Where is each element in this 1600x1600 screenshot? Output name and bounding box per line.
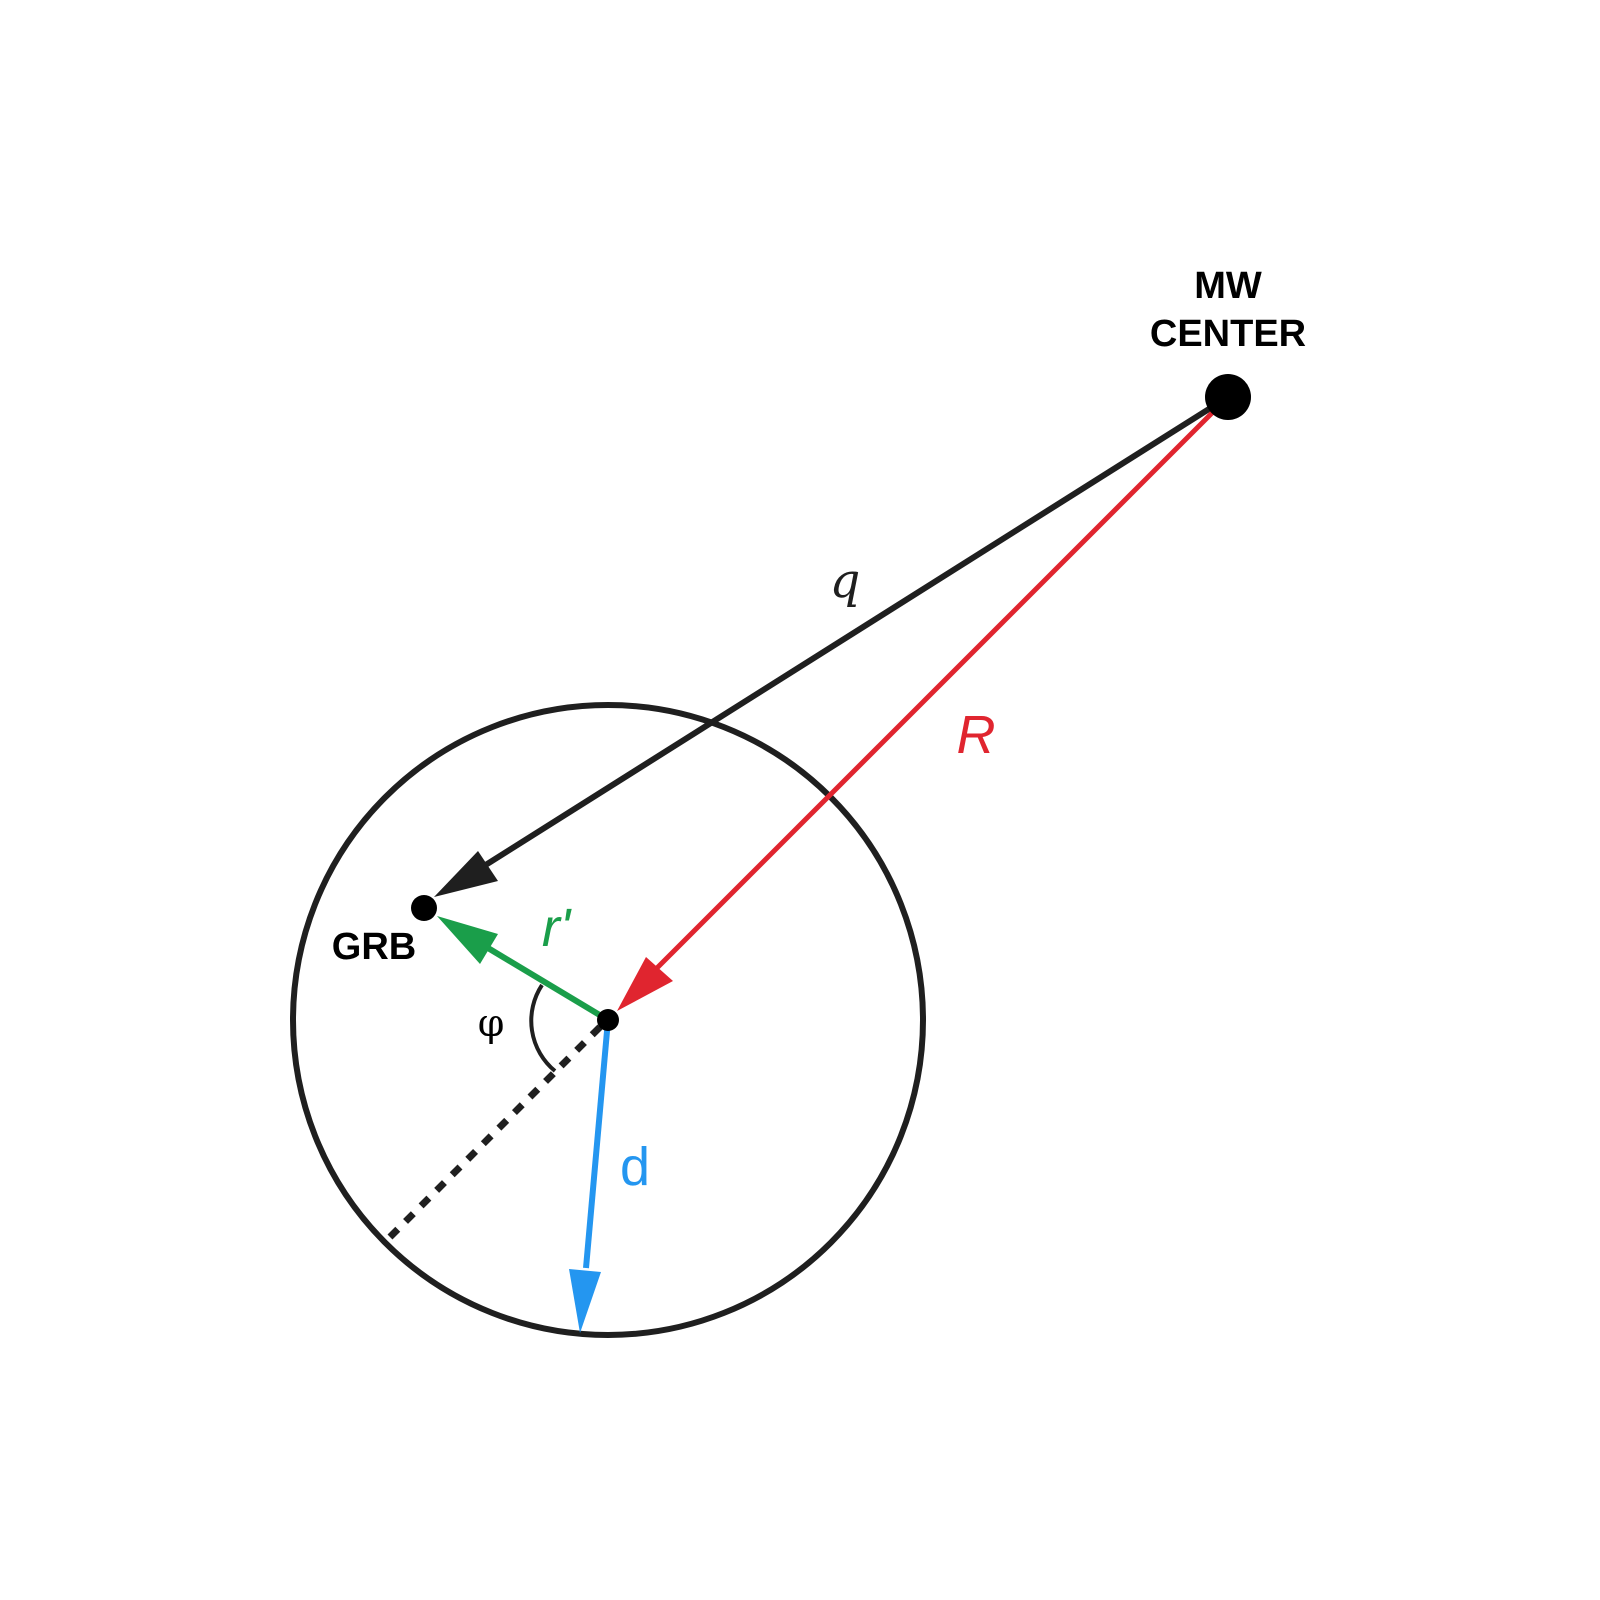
d-vector-arrowhead — [569, 1269, 601, 1333]
phi-label: φ — [478, 1001, 505, 1045]
reference-dotted-line — [383, 1024, 603, 1244]
grb-label: GRB — [332, 926, 416, 968]
r-prime-vector-line — [481, 942, 610, 1023]
R-vector-line — [655, 395, 1230, 970]
mw-center-point — [1205, 374, 1251, 420]
R-label: R — [957, 705, 996, 765]
mw-center-label-line1: MW — [1194, 265, 1262, 307]
phi-angle-arc — [529, 983, 557, 1073]
q-label: q — [830, 553, 861, 609]
grb-point — [411, 895, 437, 921]
q-vector-line — [482, 394, 1230, 869]
d-label: d — [620, 1137, 650, 1197]
r-prime-label: r' — [542, 898, 572, 958]
observer-center-point — [597, 1009, 619, 1031]
q-vector-arrowhead — [434, 851, 498, 897]
observer-circle — [290, 702, 926, 1338]
R-vector-arrowhead — [617, 957, 673, 1011]
mw-center-label-line2: CENTER — [1150, 313, 1306, 355]
r-prime-vector-arrowhead — [437, 916, 498, 964]
d-vector-line — [583, 1019, 611, 1269]
